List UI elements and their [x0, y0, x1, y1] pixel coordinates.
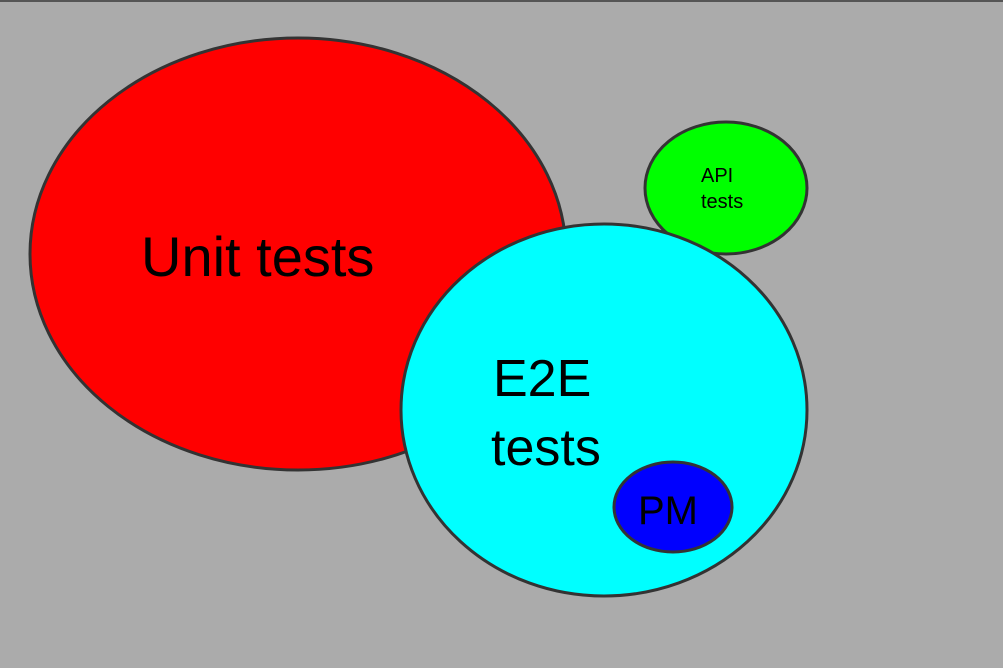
pm-ellipse: [612, 460, 734, 554]
api-tests-label-line1: API: [701, 165, 733, 187]
api-tests-label-line2: tests: [701, 191, 743, 213]
api-tests-group: [643, 120, 809, 256]
e2e-tests-ellipse: [399, 222, 809, 598]
e2e-tests-group: [399, 222, 809, 598]
e2e-tests-label-line1: E2E: [493, 350, 591, 408]
pm-label: PM: [638, 489, 698, 533]
api-tests-ellipse: [643, 120, 809, 256]
unit-tests-label: Unit tests: [141, 225, 374, 288]
e2e-tests-label-line2: tests: [491, 419, 601, 477]
pm-group: [612, 460, 734, 554]
